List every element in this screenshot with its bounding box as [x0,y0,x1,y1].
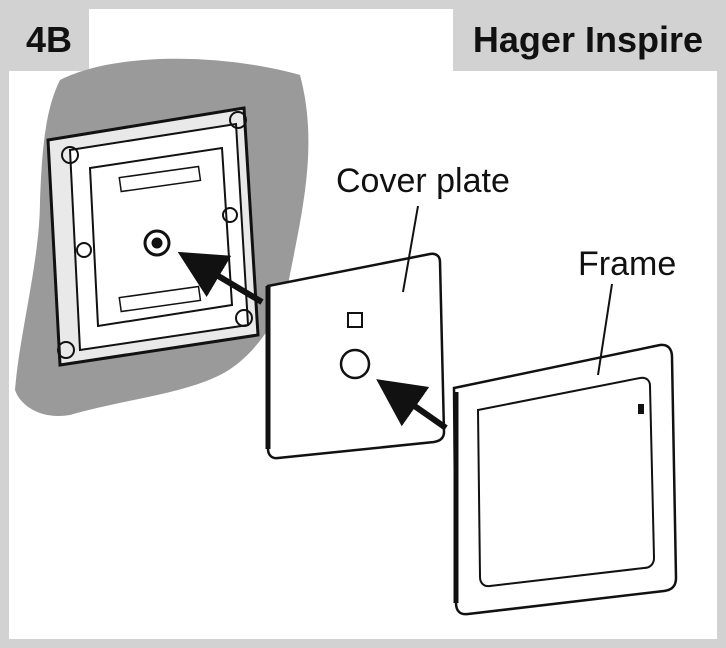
cover-plate [265,252,446,460]
arrow-to-mounting-plate [177,251,264,305]
arrow-to-cover-plate [376,379,448,431]
mounting-plate [46,106,260,367]
product-title: Hager Inspire [452,9,717,71]
cover-plate-label: Cover plate [336,162,510,200]
frame-label: Frame [578,245,677,283]
step-number: 4B [9,9,89,71]
cover-plate-leader-line [402,205,419,293]
frame [452,343,678,616]
frame-leader-line [597,283,613,376]
